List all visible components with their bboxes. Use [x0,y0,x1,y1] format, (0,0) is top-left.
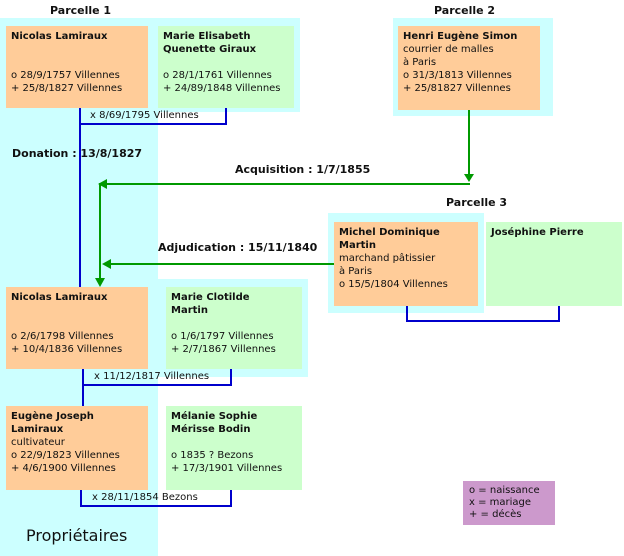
acquisition-arrow-left-icon [98,179,107,189]
person-birth: o 28/9/1757 Villennes [11,70,120,81]
parcelle-1-title: Parcelle 1 [50,4,112,17]
person-card-josephine-pierre: Joséphine Pierre [486,222,622,306]
adjudication-arrow-left-icon [102,259,111,269]
marriage-connector-left-2 [82,369,84,385]
person-name-line-1: Eugène Joseph [11,411,94,422]
person-death: + 17/3/1901 Villennes [171,463,283,474]
marriage-date-2: x 11/12/1817 Villennes [94,371,210,382]
marriage-connector-bar-4 [406,320,560,322]
person-name-line-2: Quenette Giraux [163,44,257,55]
person-name-line-1: Michel Dominique [339,227,440,238]
person-name: Henri Eugène Simon [403,31,518,42]
marriage-date-1: x 8/69/1795 Villennes [90,110,199,121]
person-card-marie-elisabeth: Marie Elisabeth Quenette Giraux o 28/1/1… [158,26,294,108]
parcelle-2-title: Parcelle 2 [434,4,496,17]
person-occupation: courrier de malles [403,44,494,55]
legend-item-birth: o = naissance [469,485,540,496]
legend-item-marriage: x = mariage [469,497,532,508]
person-death: + 10/4/1836 Villennes [11,344,123,355]
person-birth: o 31/3/1813 Villennes [403,70,512,81]
person-residence: à Paris [339,266,373,277]
acquisition-line-down [468,110,470,176]
person-death: + 25/81827 Villennes [403,83,511,94]
person-birth: o 2/6/1798 Villennes [11,331,114,342]
person-card-henri-eugene-simon: Henri Eugène Simon courrier de malles à … [398,26,540,110]
person-death: + 2/7/1867 Villennes [171,344,276,355]
person-card-nicolas-lamiraux-1757: Nicolas Lamiraux o 28/9/1757 Villennes +… [6,26,148,108]
legend-item-death: + = décès [469,509,522,520]
descent-line-2 [82,386,84,406]
adjudication-line [110,263,334,265]
person-card-marie-clotilde-martin: Marie Clotilde Martin o 1/6/1797 Villenn… [166,287,302,369]
proprietaires-label: Propriétaires [26,526,128,545]
person-name: Nicolas Lamiraux [11,292,108,303]
parcelle-transfer-arrow-down-icon [95,278,105,287]
marriage-connector-left-1 [79,108,81,124]
marriage-date-3: x 28/11/1854 Bezons [92,492,198,503]
person-birth: o 22/9/1823 Villennes [11,450,120,461]
marriage-connector-right-4 [558,306,560,321]
parcelle-transfer-line [99,183,101,279]
parcelle-3-title: Parcelle 3 [446,196,508,209]
person-occupation: cultivateur [11,437,65,448]
marriage-connector-right-2 [230,369,232,385]
person-name-line-1: Marie Elisabeth [163,31,251,42]
person-name-line-2: Mérisse Bodin [171,424,251,435]
person-card-melanie-sophie-merisse-bodin: Mélanie Sophie Mérisse Bodin o 1835 ? Be… [166,406,302,490]
marriage-connector-left-3 [80,490,82,506]
person-name-line-2: Martin [171,305,208,316]
acquisition-arrow-down-icon [464,174,474,182]
descent-line-1 [79,125,81,287]
marriage-connector-bar-2 [82,384,232,386]
person-name-line-1: Marie Clotilde [171,292,250,303]
person-card-nicolas-lamiraux-1798: Nicolas Lamiraux o 2/6/1798 Villennes + … [6,287,148,369]
adjudication-label: Adjudication : 15/11/1840 [158,241,318,254]
marriage-connector-bar-1 [79,123,227,125]
person-name: Nicolas Lamiraux [11,31,108,42]
person-birth: o 1835 ? Bezons [171,450,254,461]
person-occupation: marchand pâtissier [339,253,436,264]
person-name-line-2: Martin [339,240,376,251]
person-card-eugene-joseph-lamiraux: Eugène Joseph Lamiraux cultivateur o 22/… [6,406,148,490]
donation-label: Donation : 13/8/1827 [12,147,143,160]
person-death: + 4/6/1900 Villennes [11,463,116,474]
person-birth: o 28/1/1761 Villennes [163,70,272,81]
person-birth: o 15/5/1804 Villennes [339,279,448,290]
acquisition-line [106,183,470,185]
person-death: + 25/8/1827 Villennes [11,83,123,94]
legend: o = naissance x = mariage + = décès [463,481,555,525]
person-name: Joséphine Pierre [491,227,584,238]
marriage-connector-bar-3 [80,505,232,507]
person-name-line-2: Lamiraux [11,424,64,435]
marriage-connector-left-4 [406,306,408,321]
person-name-line-1: Mélanie Sophie [171,411,258,422]
person-death: + 24/89/1848 Villennes [163,83,281,94]
person-birth: o 1/6/1797 Villennes [171,331,274,342]
marriage-connector-right-3 [230,490,232,506]
marriage-connector-right-1 [225,108,227,124]
person-residence: à Paris [403,57,437,68]
person-card-michel-dominique-martin: Michel Dominique Martin marchand pâtissi… [334,222,478,306]
acquisition-label: Acquisition : 1/7/1855 [235,163,371,176]
